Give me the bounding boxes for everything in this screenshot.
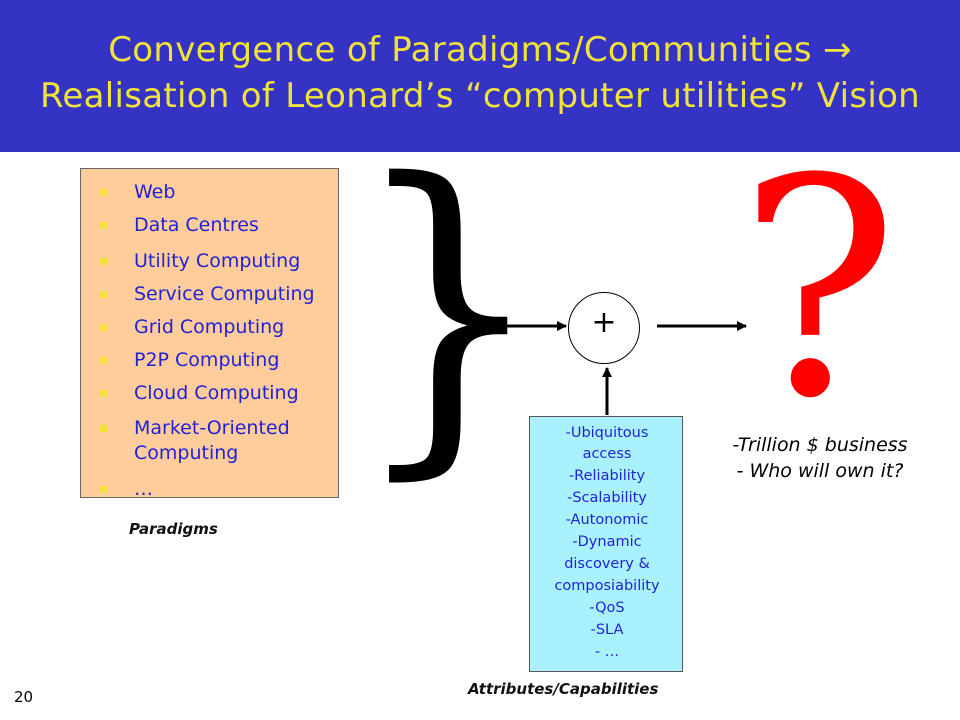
attribute-item: -QoS	[589, 600, 625, 616]
paradigm-label: Data Centres	[134, 214, 259, 236]
attribute-item: -Reliability	[568, 468, 646, 484]
paradigm-label: Utility Computing	[134, 250, 301, 272]
combine-node: +	[568, 292, 640, 364]
result-line-1: -Trillion $ business	[732, 434, 908, 456]
bullet-icon	[100, 425, 107, 432]
attribute-item: -SLA	[590, 622, 624, 638]
bullet-icon	[100, 390, 107, 397]
attribute-item: composiability	[554, 578, 660, 594]
bullet-icon	[100, 357, 107, 364]
result-line-2: - Who will own it?	[736, 460, 904, 482]
paradigms-box: Web Data Centres Utility Computing Servi…	[80, 168, 339, 500]
attribute-item: access	[582, 446, 632, 462]
attribute-item: -Dynamic	[572, 534, 642, 550]
paradigms-caption: Paradigms	[129, 520, 218, 538]
paradigm-label: P2P Computing	[134, 349, 280, 371]
bullet-icon	[100, 258, 107, 265]
bullet-icon	[100, 486, 107, 493]
paradigm-label: Market-Oriented	[134, 417, 290, 439]
right-arrow-icon: →	[822, 30, 852, 70]
attribute-item: -Scalability	[567, 490, 647, 506]
paradigm-label: Computing	[134, 442, 239, 464]
bullet-icon	[100, 291, 107, 298]
bullet-icon	[100, 324, 107, 331]
title-banner: Convergence of Paradigms/Communities → R…	[0, 0, 960, 152]
right-brace-icon: }	[350, 112, 546, 508]
paradigm-label: Service Computing	[134, 283, 315, 305]
paradigm-label: Web	[134, 181, 176, 203]
title-line-1-text: Convergence of Paradigms/Communities	[108, 30, 823, 70]
paradigm-label: Cloud Computing	[134, 382, 299, 404]
title-line-1: Convergence of Paradigms/Communities →	[0, 30, 960, 70]
bullet-icon	[100, 189, 107, 196]
bullet-icon	[100, 222, 107, 229]
attributes-box: -Ubiquitous access -Reliability -Scalabi…	[529, 416, 683, 672]
attribute-item: - …	[594, 644, 620, 660]
attribute-item: -Ubiquitous	[565, 425, 649, 441]
paradigm-label: Grid Computing	[134, 316, 285, 338]
title-line-2: Realisation of Leonard’s “computer utili…	[39, 76, 921, 116]
attributes-caption: Attributes/Capabilities	[468, 680, 659, 698]
slide-number: 20	[14, 688, 34, 706]
attribute-item: discovery &	[564, 556, 650, 572]
question-mark-icon: ?	[738, 115, 899, 464]
paradigm-label: …	[134, 478, 153, 500]
attribute-item: -Autonomic	[565, 512, 649, 528]
plus-icon: +	[591, 305, 617, 340]
